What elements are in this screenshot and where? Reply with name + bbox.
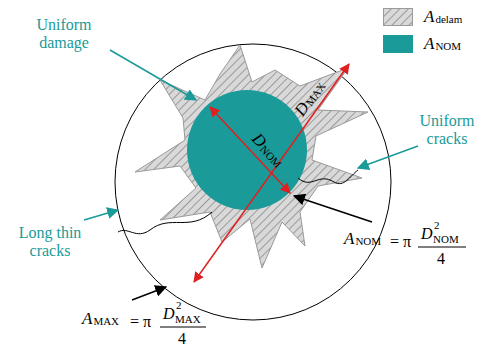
callout-label: Uniform damage [18,16,110,53]
nominal-circle [187,90,307,210]
formula-term: 2 [434,220,440,231]
formula-term: 2 [176,300,182,311]
leader-arrow [84,210,118,220]
formula-term: = π [390,234,411,250]
formula-term: D [163,306,175,322]
legend-swatch [383,35,413,53]
dnom-dimension [210,107,290,193]
legend-swatch [383,8,413,26]
formula-term: MAX [175,314,201,325]
callout-label: Uniform cracks [405,112,489,149]
delamination-area [135,45,368,268]
outer-circle [115,44,391,320]
formula-term: ANOM [344,236,381,247]
leader-arrow [294,196,372,222]
formula-term: NOM [433,234,459,245]
leader-arrow [358,146,418,168]
formula-term: 4 [178,331,186,347]
crack-line [118,212,212,234]
fraction-bar [418,247,466,248]
legend-text: Adelam [424,14,462,25]
fraction-bar [160,327,206,328]
formula-term: 4 [437,251,445,267]
formula-term: AMAX [82,316,119,327]
crack-line [298,170,358,184]
legend-text: ANOM [424,41,461,52]
leader-arrow [132,287,166,300]
formula-term: = π [130,314,151,330]
callout-label: Long thin cracks [10,224,90,261]
dmax-dimension [194,64,349,282]
leader-arrow [110,50,196,100]
formula-term: D [421,226,433,242]
